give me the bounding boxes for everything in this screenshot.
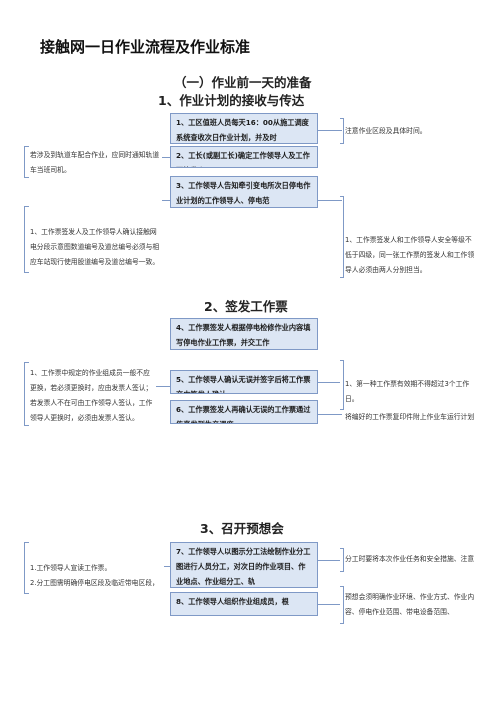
step-box-3: 3、工作领导人告知牵引变电所次日停电作业计划的工作领导人、停电范 [170, 176, 318, 208]
note-right-6-text: 预想会须明确作业环境、作业方式、作业内容、停电作业范围、带电设备范围、 [345, 593, 475, 616]
step-box-5: 5、工作领导人确认无误并签字后将工作票交由签发人确认。 [170, 370, 318, 394]
step-box-6: 6、工作票签发人再确认无误的工作票通过传真发到生产调度。 [170, 400, 318, 424]
note-right-2: 1、工作票签发人和工作领导人安全等级不低于四级，同一张工作票的签发人和工作领导人… [345, 218, 475, 278]
connector-left-3 [156, 386, 170, 387]
bracket-left-4 [24, 542, 29, 594]
section-2-heading: 2、签发工作票 [204, 299, 288, 314]
connector-right-4 [318, 414, 342, 415]
step-box-8: 8、工作领导人组织作业组成员，根 [170, 592, 318, 616]
section-3-heading: 3、召开预想会 [200, 521, 284, 536]
bracket-left-1 [24, 146, 29, 178]
note-right-4: 将编好的工作票复印件附上作业车运行计划交调度员签认。 [345, 410, 475, 426]
note-left-2: 1、工作票签发人及工作领导人确认接触网电分段示意图数道编号及道岔编号必须与相应车… [30, 210, 162, 270]
bracket-left-3 [24, 362, 29, 426]
note-left-1: 若涉及到轨道车配合作业，应同时通知轨道车当班司机。 [30, 148, 162, 176]
connector-left-1 [162, 157, 170, 158]
bracket-right-6 [340, 586, 344, 624]
part-heading: （一）作业前一天的准备 [174, 75, 312, 90]
note-right-3: 1、第一种工作票有效期不得超过3个工作日。 2、在工作票有效期内没有执行的工作票… [345, 362, 475, 406]
bracket-right-1 [340, 118, 344, 144]
section-1-heading: 1、作业计划的接收与传达 [158, 93, 305, 108]
note-left-3: 1、工作票中规定的作业组成员一般不应更换，若必须更换时，应由发票人签认；若发票人… [30, 366, 154, 426]
step-box-7: 7、工作领导人以图示分工法绘制作业分工图进行人员分工，对次日的作业项目、作业地点… [170, 542, 318, 588]
note-right-1: 注意作业区段及具体时间。 [345, 124, 475, 139]
step-box-4: 4、工作票签发人根据停电检修作业内容填写停电作业工作票，并交工作 [170, 318, 318, 350]
connector-left-4 [164, 566, 170, 567]
note-right-5: 分工时要将本次作业任务和安全措施、注意事项等向全体作业人员交代清楚。 [345, 552, 475, 568]
note-left-4: 1.工作领导人宣读工作票。 2.分工图需明确停电区段及临近带电区段，着重标明作业… [30, 546, 164, 592]
bracket-right-2 [340, 196, 344, 278]
step-box-1: 1、工区值班人员每天16：00从施工调度系统查收次日作业计划，并及时 [170, 113, 318, 144]
connector-right-6 [318, 604, 340, 605]
connector-right-5 [318, 560, 340, 561]
note-left-1-text: 若涉及到轨道车配合作业，应同时通知轨道车当班司机。 [30, 151, 160, 174]
connector-right-3 [318, 382, 340, 383]
note-left-3-text: 1、工作票中规定的作业组成员一般不应更换，若必须更换时，应由发票人签认；若发票人… [30, 369, 153, 422]
note-right-2-text: 1、工作票签发人和工作领导人安全等级不低于四级，同一张工作票的签发人和工作领导人… [345, 236, 475, 274]
note-left-4-text: 1.工作领导人宣读工作票。 2.分工图需明确停电区段及临近带电区段，着重标明作业… [30, 564, 159, 587]
connector-right-1 [318, 130, 342, 131]
note-right-5-text: 分工时要将本次作业任务和安全措施、注意事项等向全体作业人员交代清楚。 [345, 555, 475, 563]
bracket-right-5 [340, 548, 344, 572]
note-right-3-text: 1、第一种工作票有效期不得超过3个工作日。 2、在工作票有效期内没有执行的工作票… [345, 380, 470, 403]
connector-left-2 [162, 200, 170, 201]
note-right-4-text: 将编好的工作票复印件附上作业车运行计划交调度员签认。 [345, 413, 475, 421]
connector-right-2 [318, 200, 342, 201]
note-left-2-text: 1、工作票签发人及工作领导人确认接触网电分段示意图数道编号及道岔编号必须与相应车… [30, 228, 160, 266]
step-box-2: 2、工长(或副工长)确定工作领导人及工作票签发人 [170, 146, 318, 168]
document-title: 接触网一日作业流程及作业标准 [40, 38, 251, 56]
bracket-right-3 [340, 360, 344, 410]
bracket-left-2 [24, 206, 29, 273]
note-right-1-text: 注意作业区段及具体时间。 [345, 127, 427, 135]
note-right-6: 预想会须明确作业环境、作业方式、作业内容、停电作业范围、带电设备范围、 [345, 590, 475, 620]
